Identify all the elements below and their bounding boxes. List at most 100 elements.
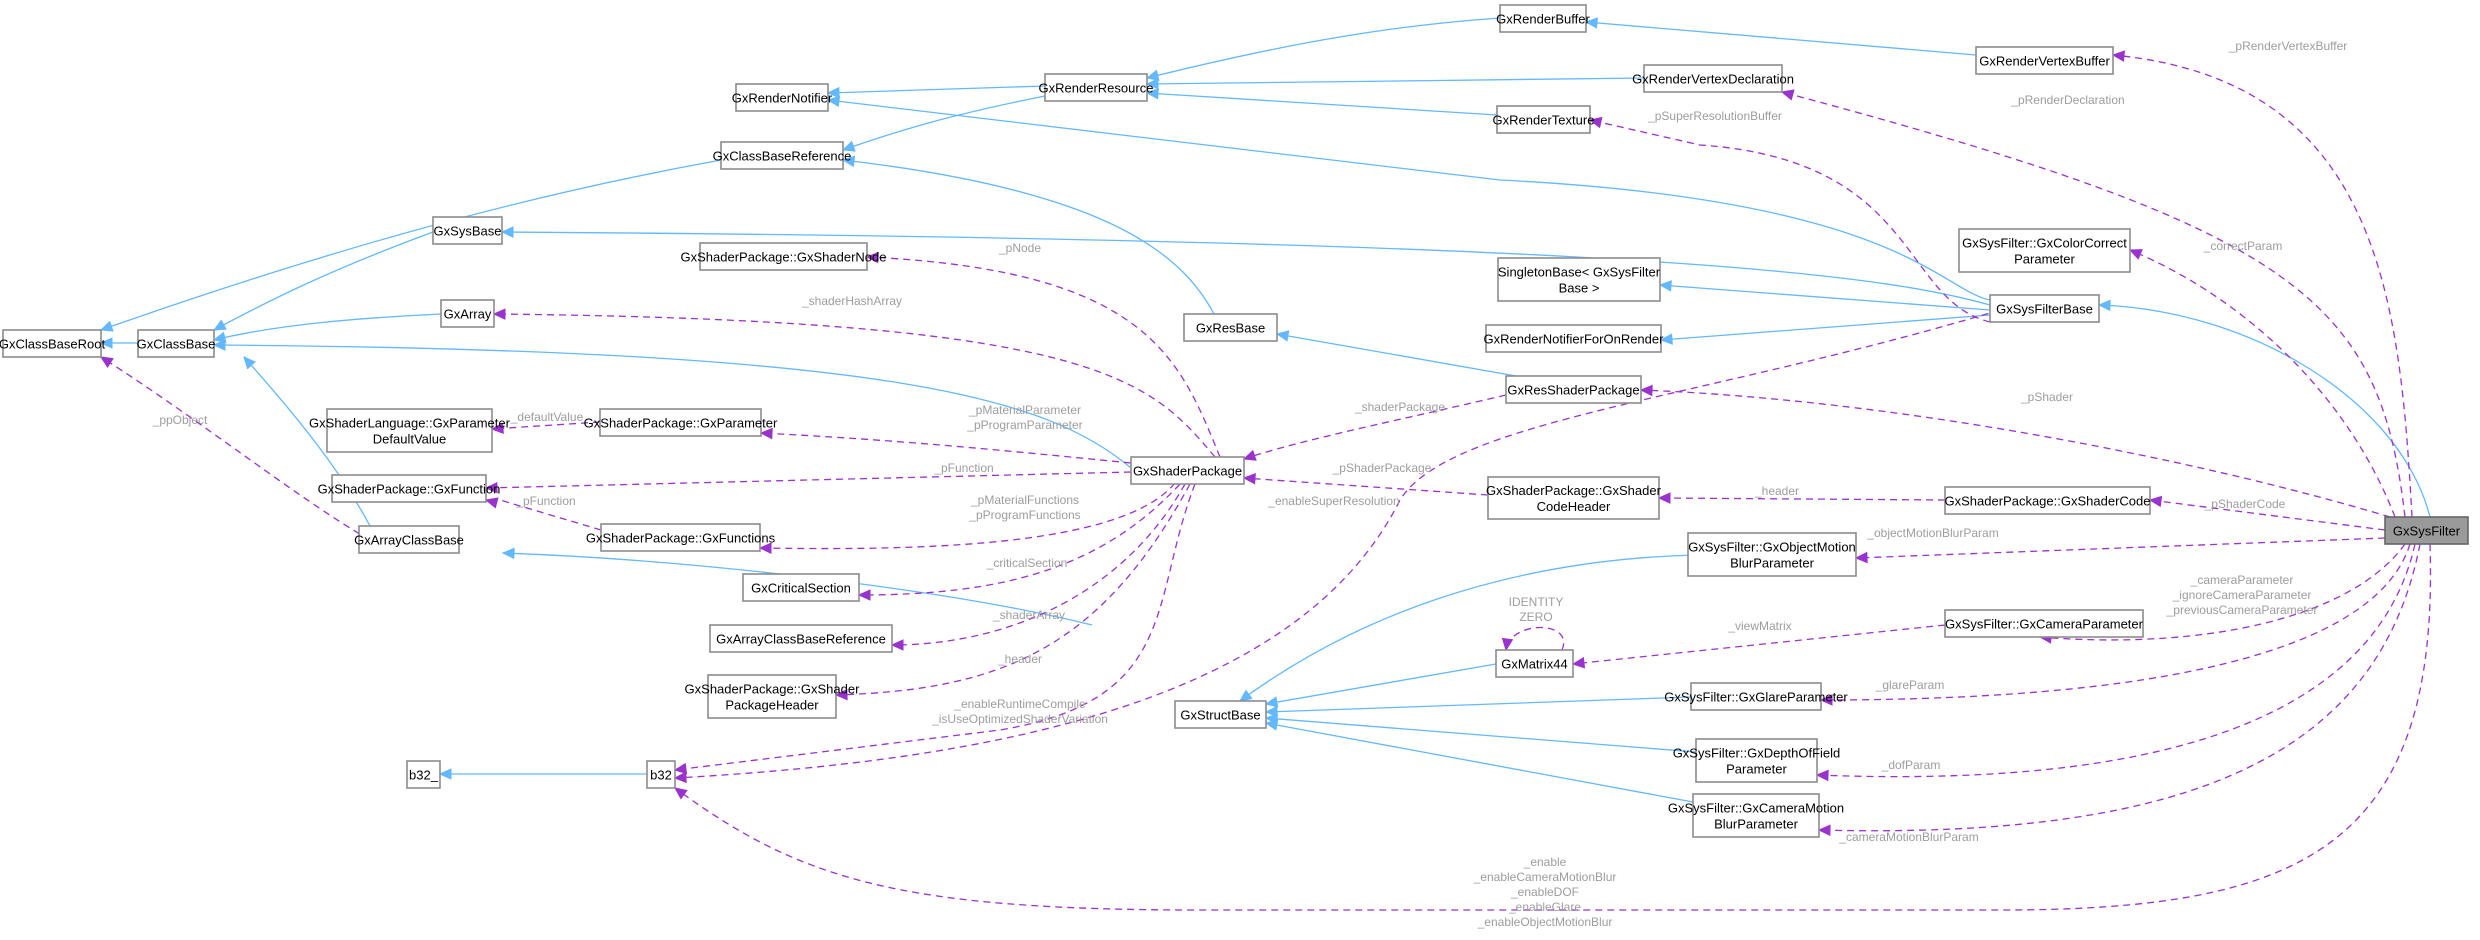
node-box (1687, 532, 1857, 577)
node-label: GxCriticalSection (751, 581, 851, 596)
class-node-gxrendernotifier[interactable]: GxRenderNotifier (732, 83, 833, 112)
inheritance-edge (1585, 21, 1977, 56)
edge-label-text: _ppObject (152, 413, 208, 427)
edge-label-defaultValue: _defaultValue (510, 410, 584, 424)
inheritance-arrow-icon (243, 356, 256, 370)
class-node-gxshadernode[interactable]: GxShaderPackage::GxShaderNode (681, 242, 887, 271)
node-label: Parameter (2014, 252, 2075, 267)
class-node-gxparameter[interactable]: GxShaderPackage::GxParameter (584, 408, 778, 437)
usage-arrow-icon (1639, 384, 1653, 397)
class-node-gxshaderpackage[interactable]: GxShaderPackage (1130, 456, 1245, 485)
class-node-b32-[interactable]: b32_ (406, 760, 441, 789)
node-box (646, 760, 676, 789)
inheritance-edge (842, 159, 1215, 315)
node-box (137, 329, 215, 358)
node-label: GxRenderBuffer (1496, 12, 1590, 27)
usage-edge (1640, 389, 2391, 518)
node-label: GxShaderPackage::GxFunctions (586, 531, 776, 546)
node-label: GxSysFilter::GxDepthOfField (1673, 746, 1841, 761)
class-node-gxstructbase[interactable]: GxStructBase (1174, 700, 1267, 729)
class-node-gxrendervertexbuffer[interactable]: GxRenderVertexBuffer (1975, 46, 2114, 75)
class-node-singletonbase[interactable]: SingletonBase< GxSysFilterBase > (1497, 257, 1661, 302)
class-node-gxfunction[interactable]: GxShaderPackage::GxFunction (318, 474, 501, 503)
edge-label-pShader: _pShader (2020, 390, 2073, 404)
class-node-gxclassbaseroot[interactable]: GxClassBaseRoot (0, 329, 105, 358)
inheritance-edge (1146, 17, 1501, 79)
class-node-gxcameraparameter[interactable]: GxSysFilter::GxCameraParameter (1944, 609, 2144, 638)
node-box (1485, 324, 1662, 353)
inheritance-arrow-icon (212, 339, 226, 351)
inheritance-edge (1265, 717, 1697, 753)
class-node-gxcriticalsection[interactable]: GxCriticalSection (742, 573, 860, 602)
inheritance-edge (1660, 314, 1991, 341)
usage-arrow-icon (1657, 492, 1671, 504)
usage-arrow-icon (2148, 495, 2163, 508)
node-box (406, 760, 441, 789)
edge-label-enableSuperResolution: _enableSuperResolution (1267, 494, 1399, 508)
node-label: GxShaderPackage::GxParameter (584, 416, 778, 431)
node-box (707, 674, 837, 719)
inheritance-edge (1239, 554, 1697, 702)
class-node-b32[interactable]: b32 (646, 760, 676, 789)
node-label: PackageHeader (725, 698, 819, 713)
class-node-gxrenderresource[interactable]: GxRenderResource (1039, 73, 1154, 102)
node-label: CodeHeader (1537, 499, 1611, 514)
class-node-gxmatrix44[interactable]: GxMatrix44 (1495, 649, 1574, 678)
edge-label-pNode: _pNode (998, 241, 1041, 255)
inheritance-edge (1146, 92, 1498, 116)
edge-label-text: _pFunction (515, 494, 575, 508)
class-node-gxresbase[interactable]: GxResBase (1183, 313, 1278, 342)
class-node-gxclassbasereference[interactable]: GxClassBaseReference (713, 141, 852, 170)
edge-label-pRenderDeclaration: _pRenderDeclaration (2010, 93, 2124, 107)
node-box (1505, 375, 1642, 404)
class-node-gxarrayclassbasereference[interactable]: GxArrayClassBaseReference (709, 624, 893, 653)
class-node-gxsysfilter[interactable]: GxSysFilter (2384, 516, 2469, 545)
class-node-gxfunctions[interactable]: GxShaderPackage::GxFunctions (586, 523, 776, 552)
node-box (1989, 294, 2100, 323)
node-label: GxSysFilter::GxColorCorrect (1962, 236, 2127, 251)
node-box (440, 299, 495, 328)
class-node-gxsysbase[interactable]: GxSysBase (432, 216, 503, 245)
class-node-gxrendernotifierforonrender[interactable]: GxRenderNotifierForOnRender (1484, 324, 1665, 353)
usage-edge (2149, 499, 2386, 531)
edges-layer (99, 17, 2432, 911)
edge-label-text: _pProgramFunctions (968, 508, 1080, 522)
node-label: Parameter (1726, 762, 1787, 777)
usage-edge (2039, 543, 2406, 641)
class-node-gxresshaderpackage[interactable]: GxResShaderPackage (1505, 375, 1642, 404)
node-box (1643, 64, 1783, 93)
usage-arrow-icon (890, 639, 904, 651)
edge-label-text: _cameraParameter (2190, 573, 2294, 587)
node-label: GxArrayClassBase (354, 533, 464, 548)
usage-arrow-icon (1571, 657, 1586, 669)
node-label: GxShaderPackage::GxShaderCode (1945, 494, 2151, 509)
inheritance-arrow-icon (1264, 705, 1278, 718)
edge-label-text: _correctParam (2203, 239, 2283, 253)
inheritance-edge (100, 159, 722, 331)
class-node-gxsysfilterbase[interactable]: GxSysFilterBase (1989, 294, 2100, 323)
node-box (358, 525, 460, 554)
class-node-gxclassbase[interactable]: GxClassBase (137, 329, 216, 358)
node-label: GxShaderPackage::GxShader (685, 682, 861, 697)
node-label: GxClassBase (137, 337, 216, 352)
class-node-gxrenderbuffer[interactable]: GxRenderBuffer (1496, 4, 1591, 33)
class-node-gxrendervertexdeclaration[interactable]: GxRenderVertexDeclaration (1632, 64, 1794, 93)
edge-label-pShaderPackage: _pShaderPackage (1332, 461, 1432, 475)
node-label: GxSysBase (434, 224, 502, 239)
class-node-gxshadercode[interactable]: GxShaderPackage::GxShaderCode (1944, 486, 2151, 515)
node-box (1944, 609, 2144, 638)
node-label: GxShaderPackage (1133, 464, 1242, 479)
class-node-gxglareparameter[interactable]: GxSysFilter::GxGlareParameter (1664, 682, 1848, 711)
class-node-gxarrayclassbase[interactable]: GxArrayClassBase (354, 525, 464, 554)
class-node-gxparameterdefaultvalue[interactable]: GxShaderLanguage::GxParameterDefaultValu… (309, 408, 511, 453)
edge-label-header1: _header (1754, 484, 1799, 498)
class-node-gxrendertexture[interactable]: GxRenderTexture (1493, 105, 1595, 134)
node-box (720, 141, 844, 170)
class-node-gxarray[interactable]: GxArray (440, 299, 495, 328)
